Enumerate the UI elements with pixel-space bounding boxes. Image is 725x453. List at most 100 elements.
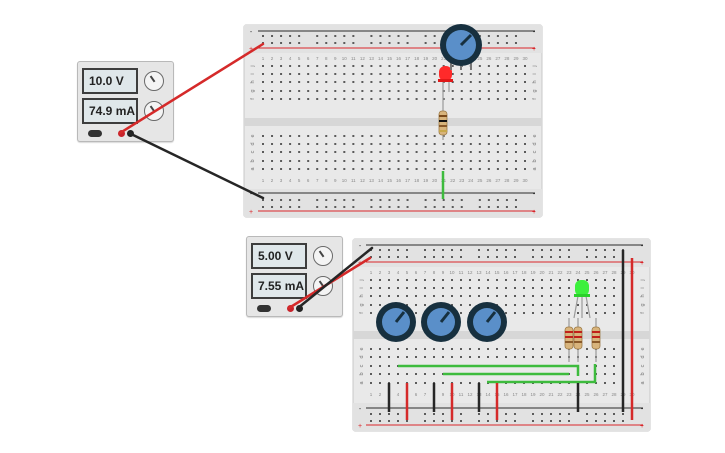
strip-hole[interactable] [352, 65, 355, 67]
strip-hole[interactable] [298, 160, 301, 162]
strip-hole[interactable] [406, 98, 409, 100]
rail-hole[interactable] [568, 256, 570, 258]
strip-hole[interactable] [424, 287, 426, 289]
strip-hole[interactable] [433, 295, 435, 297]
rail-hole[interactable] [478, 413, 480, 415]
strip-hole[interactable] [442, 168, 445, 170]
strip-hole[interactable] [514, 98, 517, 100]
strip-hole[interactable] [352, 90, 355, 92]
strip-hole[interactable] [550, 356, 552, 358]
rail-hole[interactable] [370, 206, 373, 208]
strip-hole[interactable] [550, 312, 552, 314]
strip-hole[interactable] [397, 279, 399, 281]
strip-hole[interactable] [586, 365, 588, 367]
strip-hole[interactable] [469, 356, 471, 358]
strip-hole[interactable] [524, 151, 526, 153]
strip-hole[interactable] [496, 73, 499, 75]
strip-hole[interactable] [370, 304, 372, 306]
strip-hole[interactable] [334, 143, 337, 145]
strip-hole[interactable] [487, 143, 490, 145]
strip-hole[interactable] [424, 382, 426, 384]
rail-hole[interactable] [442, 206, 445, 208]
strip-hole[interactable] [460, 168, 463, 170]
strip-hole[interactable] [388, 373, 390, 375]
strip-hole[interactable] [415, 81, 418, 83]
strip-hole[interactable] [325, 168, 328, 170]
strip-hole[interactable] [370, 382, 372, 384]
strip-hole[interactable] [415, 279, 417, 281]
strip-hole[interactable] [541, 356, 543, 358]
strip-hole[interactable] [379, 135, 382, 137]
strip-hole[interactable] [325, 135, 328, 137]
strip-hole[interactable] [505, 81, 508, 83]
strip-hole[interactable] [262, 135, 264, 137]
rail-hole[interactable] [514, 413, 516, 415]
strip-hole[interactable] [451, 279, 453, 281]
strip-hole[interactable] [424, 348, 426, 350]
strip-hole[interactable] [325, 98, 328, 100]
strip-hole[interactable] [388, 279, 390, 281]
strip-hole[interactable] [379, 279, 381, 281]
strip-hole[interactable] [469, 160, 472, 162]
rail-hole[interactable] [298, 206, 301, 208]
rail-hole[interactable] [505, 249, 507, 251]
strip-hole[interactable] [334, 81, 337, 83]
strip-hole[interactable] [397, 65, 400, 67]
rail-hole[interactable] [505, 35, 508, 37]
strip-hole[interactable] [541, 279, 543, 281]
rail-hole[interactable] [460, 199, 463, 201]
strip-hole[interactable] [568, 295, 570, 297]
strip-hole[interactable] [460, 160, 463, 162]
strip-hole[interactable] [433, 168, 436, 170]
strip-hole[interactable] [550, 295, 552, 297]
strip-hole[interactable] [379, 98, 382, 100]
strip-hole[interactable] [487, 348, 489, 350]
rail-hole[interactable] [496, 420, 498, 422]
rail-hole[interactable] [271, 35, 274, 37]
strip-hole[interactable] [514, 287, 516, 289]
strip-hole[interactable] [424, 73, 427, 75]
strip-hole[interactable] [397, 168, 400, 170]
rail-hole[interactable] [406, 420, 408, 422]
rail-hole[interactable] [487, 256, 489, 258]
rail-hole[interactable] [379, 206, 382, 208]
strip-hole[interactable] [524, 73, 526, 75]
strip-hole[interactable] [460, 312, 462, 314]
strip-hole[interactable] [262, 81, 264, 83]
rail-hole[interactable] [505, 199, 508, 201]
rail-hole[interactable] [613, 256, 615, 258]
strip-hole[interactable] [361, 81, 364, 83]
strip-hole[interactable] [478, 90, 481, 92]
strip-hole[interactable] [559, 348, 561, 350]
strip-hole[interactable] [262, 151, 264, 153]
psu1-red-wire[interactable] [118, 42, 265, 135]
rail-hole[interactable] [343, 35, 346, 37]
green-jumper-1[interactable] [398, 364, 580, 376]
strip-hole[interactable] [397, 287, 399, 289]
strip-hole[interactable] [289, 73, 292, 75]
strip-hole[interactable] [523, 295, 525, 297]
psu1-voltage-knob-icon[interactable] [144, 71, 164, 91]
strip-hole[interactable] [271, 90, 274, 92]
strip-hole[interactable] [397, 356, 399, 358]
strip-hole[interactable] [604, 287, 606, 289]
strip-hole[interactable] [280, 151, 283, 153]
strip-hole[interactable] [532, 279, 534, 281]
strip-hole[interactable] [397, 373, 399, 375]
strip-hole[interactable] [524, 168, 526, 170]
rail-hole[interactable] [505, 413, 507, 415]
rail-hole[interactable] [487, 413, 489, 415]
strip-hole[interactable] [424, 279, 426, 281]
strip-hole[interactable] [397, 81, 400, 83]
strip-hole[interactable] [505, 90, 508, 92]
strip-hole[interactable] [415, 151, 418, 153]
strip-hole[interactable] [451, 160, 454, 162]
rail-hole[interactable] [496, 249, 498, 251]
strip-hole[interactable] [406, 90, 409, 92]
strip-hole[interactable] [595, 304, 597, 306]
strip-hole[interactable] [478, 279, 480, 281]
strip-hole[interactable] [379, 73, 382, 75]
resistor-icon[interactable] [438, 90, 448, 140]
strip-hole[interactable] [586, 312, 588, 314]
rail-hole[interactable] [586, 256, 588, 258]
